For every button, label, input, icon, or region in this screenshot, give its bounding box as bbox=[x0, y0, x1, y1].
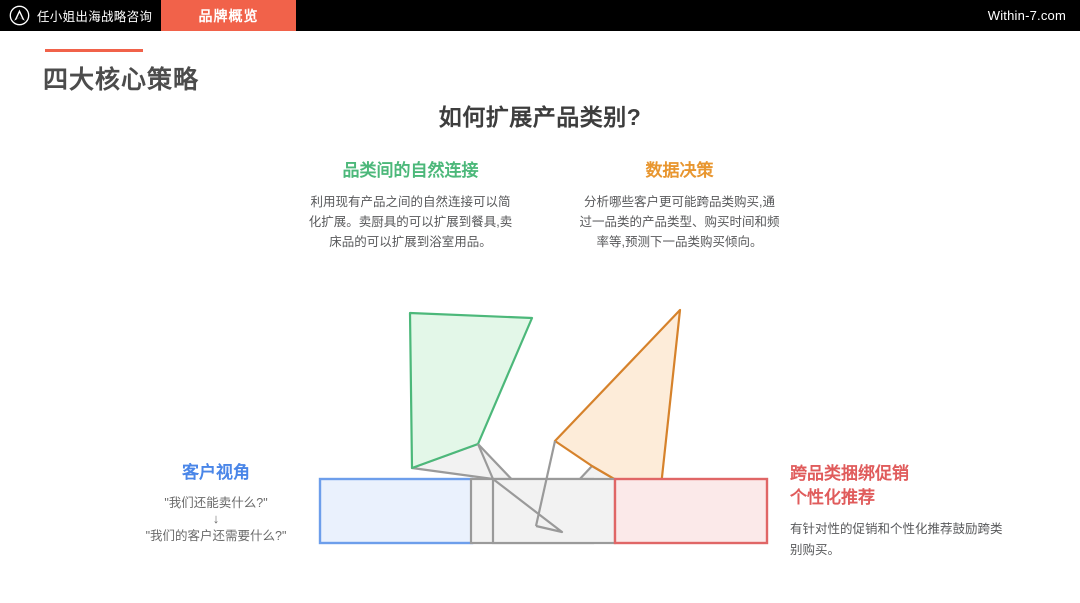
callout-blue-title: 客户视角 bbox=[182, 463, 250, 482]
main-heading: 如何扩展产品类别? bbox=[438, 104, 642, 130]
green-bar bbox=[408, 311, 534, 470]
callout-blue-line1: "我们还能卖什么?" bbox=[164, 495, 268, 510]
callout-data-decision: 数据决策 分析哪些客户更可能跨品类购买,通过一品类的产品类型、购买时间和频率等,… bbox=[578, 160, 781, 253]
arrow-down-icon: ↓ bbox=[212, 511, 220, 527]
callout-orange-body: 分析哪些客户更可能跨品类购买,通过一品类的产品类型、购买时间和频率等,预测下一品… bbox=[579, 194, 780, 250]
top-header-bar: 任小姐出海战略咨询 品牌概览 Within-7.com bbox=[0, 0, 1080, 31]
v-crossing-overlay bbox=[476, 440, 564, 534]
page-title: 四大核心策略 bbox=[43, 66, 200, 94]
callout-green-body: 利用现有产品之间的自然连接可以简化扩展。卖厨具的可以扩展到餐具,卖床品的可以扩展… bbox=[308, 194, 513, 250]
circular-arrow-logo-icon bbox=[9, 5, 30, 26]
gray-right-arm bbox=[534, 464, 661, 542]
callout-red-title: 跨品类捆绑促销 个性化推荐 bbox=[790, 462, 1005, 510]
gray-left-arm bbox=[410, 442, 564, 534]
brand-name: 任小姐出海战略咨询 bbox=[37, 10, 153, 24]
site-url-label: Within-7.com bbox=[987, 8, 1066, 23]
red-base-bar bbox=[613, 477, 769, 545]
blue-base-bar bbox=[318, 477, 474, 545]
callout-cross-category-promotion: 跨品类捆绑促销 个性化推荐 有针对性的促销和个性化推荐鼓励跨类别购买。 bbox=[790, 462, 1005, 560]
gray-base-bar-1 bbox=[469, 477, 595, 545]
callout-red-title-line2: 个性化推荐 bbox=[790, 488, 875, 508]
callout-blue-body: "我们还能卖什么?" ↓ "我们的客户还需要什么?" bbox=[110, 494, 322, 545]
callout-green-title: 品类间的自然连接 bbox=[342, 161, 479, 180]
brand-block: 任小姐出海战略咨询 bbox=[0, 0, 161, 31]
title-accent-rule bbox=[45, 49, 143, 52]
callout-red-body: 有针对性的促销和个性化推荐鼓励跨类别购买。 bbox=[790, 522, 1003, 557]
callout-red-title-line1: 跨品类捆绑促销 bbox=[790, 464, 909, 483]
orange-bar bbox=[553, 308, 682, 507]
gray-base-bar-2 bbox=[491, 477, 617, 545]
callout-natural-connection: 品类间的自然连接 利用现有产品之间的自然连接可以简化扩展。卖厨具的可以扩展到餐具… bbox=[308, 160, 513, 253]
callout-blue-line2: "我们的客户还需要什么?" bbox=[145, 529, 287, 543]
callout-orange-title: 数据决策 bbox=[645, 161, 714, 180]
callout-customer-perspective: 客户视角 "我们还能卖什么?" ↓ "我们的客户还需要什么?" bbox=[110, 462, 322, 545]
tab-brand-overview[interactable]: 品牌概览 bbox=[161, 0, 296, 31]
